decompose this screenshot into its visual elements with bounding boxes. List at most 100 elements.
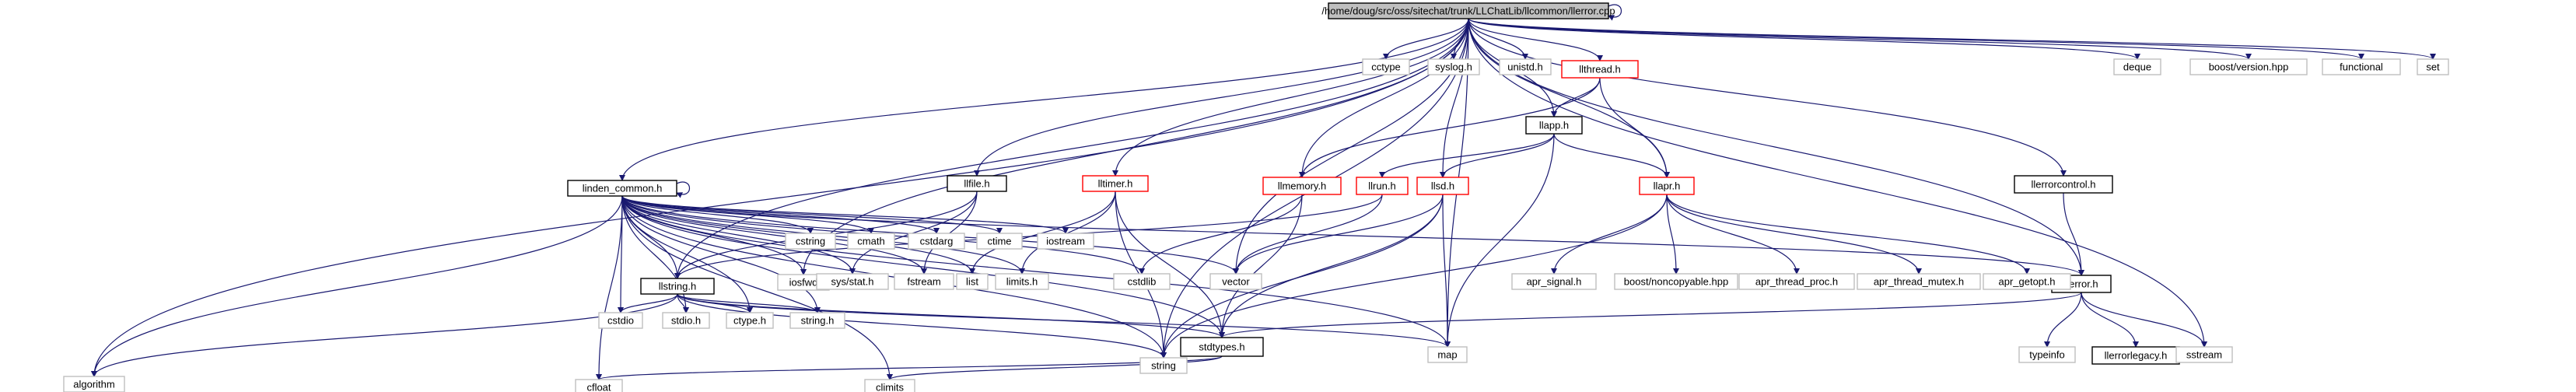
edge-llthread-to-llapp [1551, 77, 1601, 117]
edge-llthread-to-llmemory [1299, 77, 1601, 178]
edge-root-to-boost_version [1468, 18, 2252, 60]
node-llapp[interactable]: llapp.h [1525, 116, 1583, 135]
node-label: linden_common.h [583, 183, 663, 194]
node-label: cstdarg [920, 236, 954, 247]
node-box [1738, 273, 1855, 290]
node-label: string [1151, 360, 1176, 372]
node-lltimer[interactable]: lltimer.h [1082, 175, 1149, 192]
edge-llapp-to-llapr [1553, 133, 1670, 178]
edge-root-to-llapr [1468, 18, 1670, 178]
edge-root-to-llfile [974, 18, 1469, 177]
edge-llapr-to-apr_thread_mutex [1666, 194, 1922, 275]
node-box [63, 376, 125, 392]
node-llstring[interactable]: llstring.h [640, 278, 715, 295]
node-box [2014, 175, 2113, 194]
edge-linden_common-to-climits [621, 195, 893, 380]
node-box [1857, 273, 1981, 290]
node-label: llapp.h [1539, 120, 1569, 131]
edge-llrun-to-vector [1233, 194, 1383, 275]
node-llmemory[interactable]: llmemory.h [1262, 177, 1342, 195]
node-box [640, 278, 715, 295]
node-label: deque [2123, 61, 2151, 73]
node-label: llerrorlegacy.h [2105, 350, 2168, 362]
node-list: list [956, 273, 989, 290]
node-label: typeinfo [2029, 349, 2065, 361]
node-llsd[interactable]: llsd.h [1416, 177, 1469, 195]
node-label: set [2426, 61, 2440, 73]
edge-linden_common-to-ctime [621, 195, 1003, 234]
node-box [2189, 58, 2308, 75]
node-label: apr_signal.h [1527, 276, 1582, 288]
edge-root-to-llerrorcontrol [1468, 18, 2067, 177]
edge-root-to-llthread [1468, 18, 1603, 61]
node-box [789, 312, 845, 329]
node-label: stdio.h [671, 315, 701, 327]
edge-llthread-to-llapr [1599, 77, 1670, 178]
node-sstream: sstream [2175, 346, 2233, 363]
node-llerrorcontrol[interactable]: llerrorcontrol.h [2014, 175, 2113, 194]
node-box [598, 312, 643, 329]
edge-llrun-to-llstring [674, 194, 1383, 279]
node-root[interactable]: /home/doug/src/oss/sitechat/trunk/LLChat… [1321, 2, 1615, 19]
node-label: fstream [907, 276, 940, 288]
node-llapr[interactable]: llapr.h [1639, 177, 1695, 195]
node-box [894, 273, 954, 290]
edge-llapr-to-apr_thread_proc [1666, 194, 1800, 275]
edge-linden_common-to-cfloat [596, 195, 623, 380]
node-box [1180, 337, 1264, 357]
node-stdio: stdio.h [662, 312, 710, 329]
node-label: iostream [1046, 236, 1085, 247]
node-label: cfloat [586, 382, 611, 392]
edge-linden_common-to-cmath [621, 195, 874, 234]
node-stdtypes[interactable]: stdtypes.h [1180, 337, 1264, 357]
node-linden-common[interactable]: linden_common.h [567, 180, 677, 197]
edge-llfile-to-fstream [921, 191, 978, 275]
node-llrun[interactable]: llrun.h [1356, 177, 1409, 195]
node-box [1525, 116, 1583, 135]
node-map: map [1427, 346, 1468, 363]
node-label: apr_thread_proc.h [1755, 276, 1838, 288]
node-llfile[interactable]: llfile.h [947, 175, 1007, 192]
edge-root-to-sstream [1468, 18, 2207, 348]
node-label: llerror.h [2064, 278, 2098, 290]
node-cctype: cctype [1362, 58, 1410, 75]
edge-llerrorcontrol-to-llerror [2063, 192, 2084, 276]
edge-llapr-to-boost_noncopyable [1666, 194, 1679, 275]
node-set: set [2417, 58, 2449, 75]
edge-llmemory-to-cstdlib [1139, 194, 1303, 275]
node-limits: limits.h [995, 273, 1049, 290]
edge-llapp-to-llsd [1440, 133, 1555, 178]
node-label: unistd.h [1507, 61, 1543, 73]
node-label: boost/version.hpp [2209, 61, 2289, 73]
node-algorithm: algorithm [63, 376, 125, 392]
node-box [1561, 60, 1639, 79]
node-functional: functional [2322, 58, 2401, 75]
edge-root-to-llerror [1468, 18, 2084, 276]
node-box [1113, 273, 1171, 290]
node-boost-noncopyable: boost/noncopyable.hpp [1614, 273, 1738, 290]
node-box [847, 233, 895, 250]
node-box [864, 379, 915, 392]
edge-llapr-to-string [1160, 194, 1668, 359]
edge-stdtypes-to-climits [887, 355, 1223, 380]
edge-lltimer-to-limits [1019, 191, 1116, 275]
node-label: llsd.h [1431, 180, 1454, 192]
node-label: cstring [796, 236, 825, 247]
node-box [567, 180, 677, 197]
node-cstdarg: cstdarg [908, 233, 965, 250]
node-label: apr_getopt.h [1998, 276, 2055, 288]
node-box [956, 273, 989, 290]
edge-linden_common-to-stringh [621, 195, 821, 313]
node-label: llerrorcontrol.h [2031, 179, 2095, 191]
edge-root-to-functional [1468, 18, 2364, 60]
edge-llsd-to-stdtypes [1219, 194, 1444, 338]
node-label: llthread.h [1579, 64, 1620, 75]
node-label: syslog.h [1435, 61, 1472, 73]
node-cstdio: cstdio [598, 312, 643, 329]
node-llerrorlegacy[interactable]: llerrorlegacy.h [2091, 346, 2180, 365]
node-llthread[interactable]: llthread.h [1561, 60, 1639, 79]
node-label: map [1437, 349, 1457, 361]
node-label: cmath [857, 236, 884, 247]
node-label: cctype [1371, 61, 1401, 73]
